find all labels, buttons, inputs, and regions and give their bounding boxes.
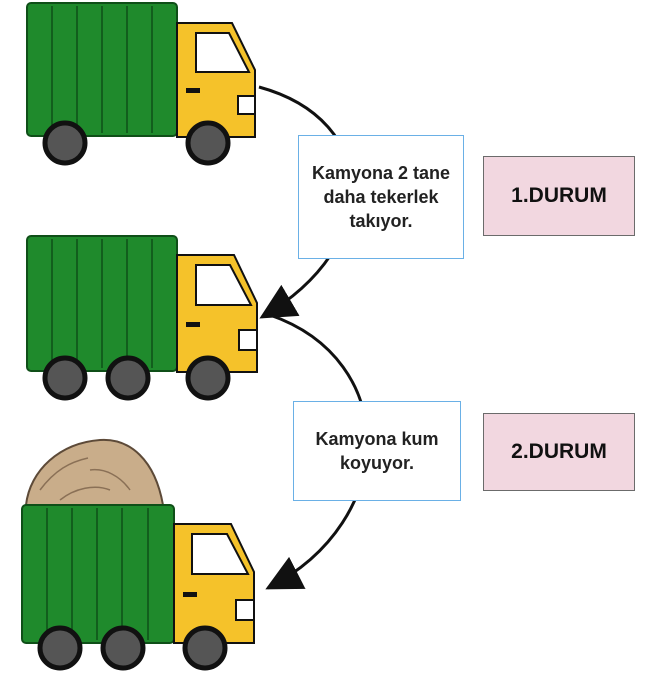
truck-top [26, 2, 256, 166]
truck-window [191, 533, 250, 575]
truck-window [195, 264, 253, 306]
step-1-note: Kamyona 2 tane daha tekerlek takıyor. [298, 135, 464, 259]
truck-headlight [237, 95, 256, 115]
truck-door-handle [186, 88, 200, 93]
truck-cargo [21, 504, 175, 644]
wheel [105, 355, 151, 401]
truck-headlight [238, 329, 258, 351]
step-2-note: Kamyona kum koyuyor. [293, 401, 461, 501]
truck-door-handle [186, 322, 200, 327]
step-1-state-label: 1.DURUM [483, 156, 635, 236]
truck-window [195, 32, 251, 73]
sand-texture [39, 457, 131, 501]
truck-door-handle [183, 592, 197, 597]
wheel [185, 355, 231, 401]
wheel [182, 625, 228, 671]
wheel [100, 625, 146, 671]
wheel [42, 120, 88, 166]
wheel [185, 120, 231, 166]
wheel [37, 625, 83, 671]
sand-pile [24, 438, 165, 506]
step-2-state-label: 2.DURUM [483, 413, 635, 491]
wheel [42, 355, 88, 401]
truck-bottom [21, 504, 255, 671]
truck-headlight [235, 599, 255, 621]
truck-middle [26, 235, 258, 401]
